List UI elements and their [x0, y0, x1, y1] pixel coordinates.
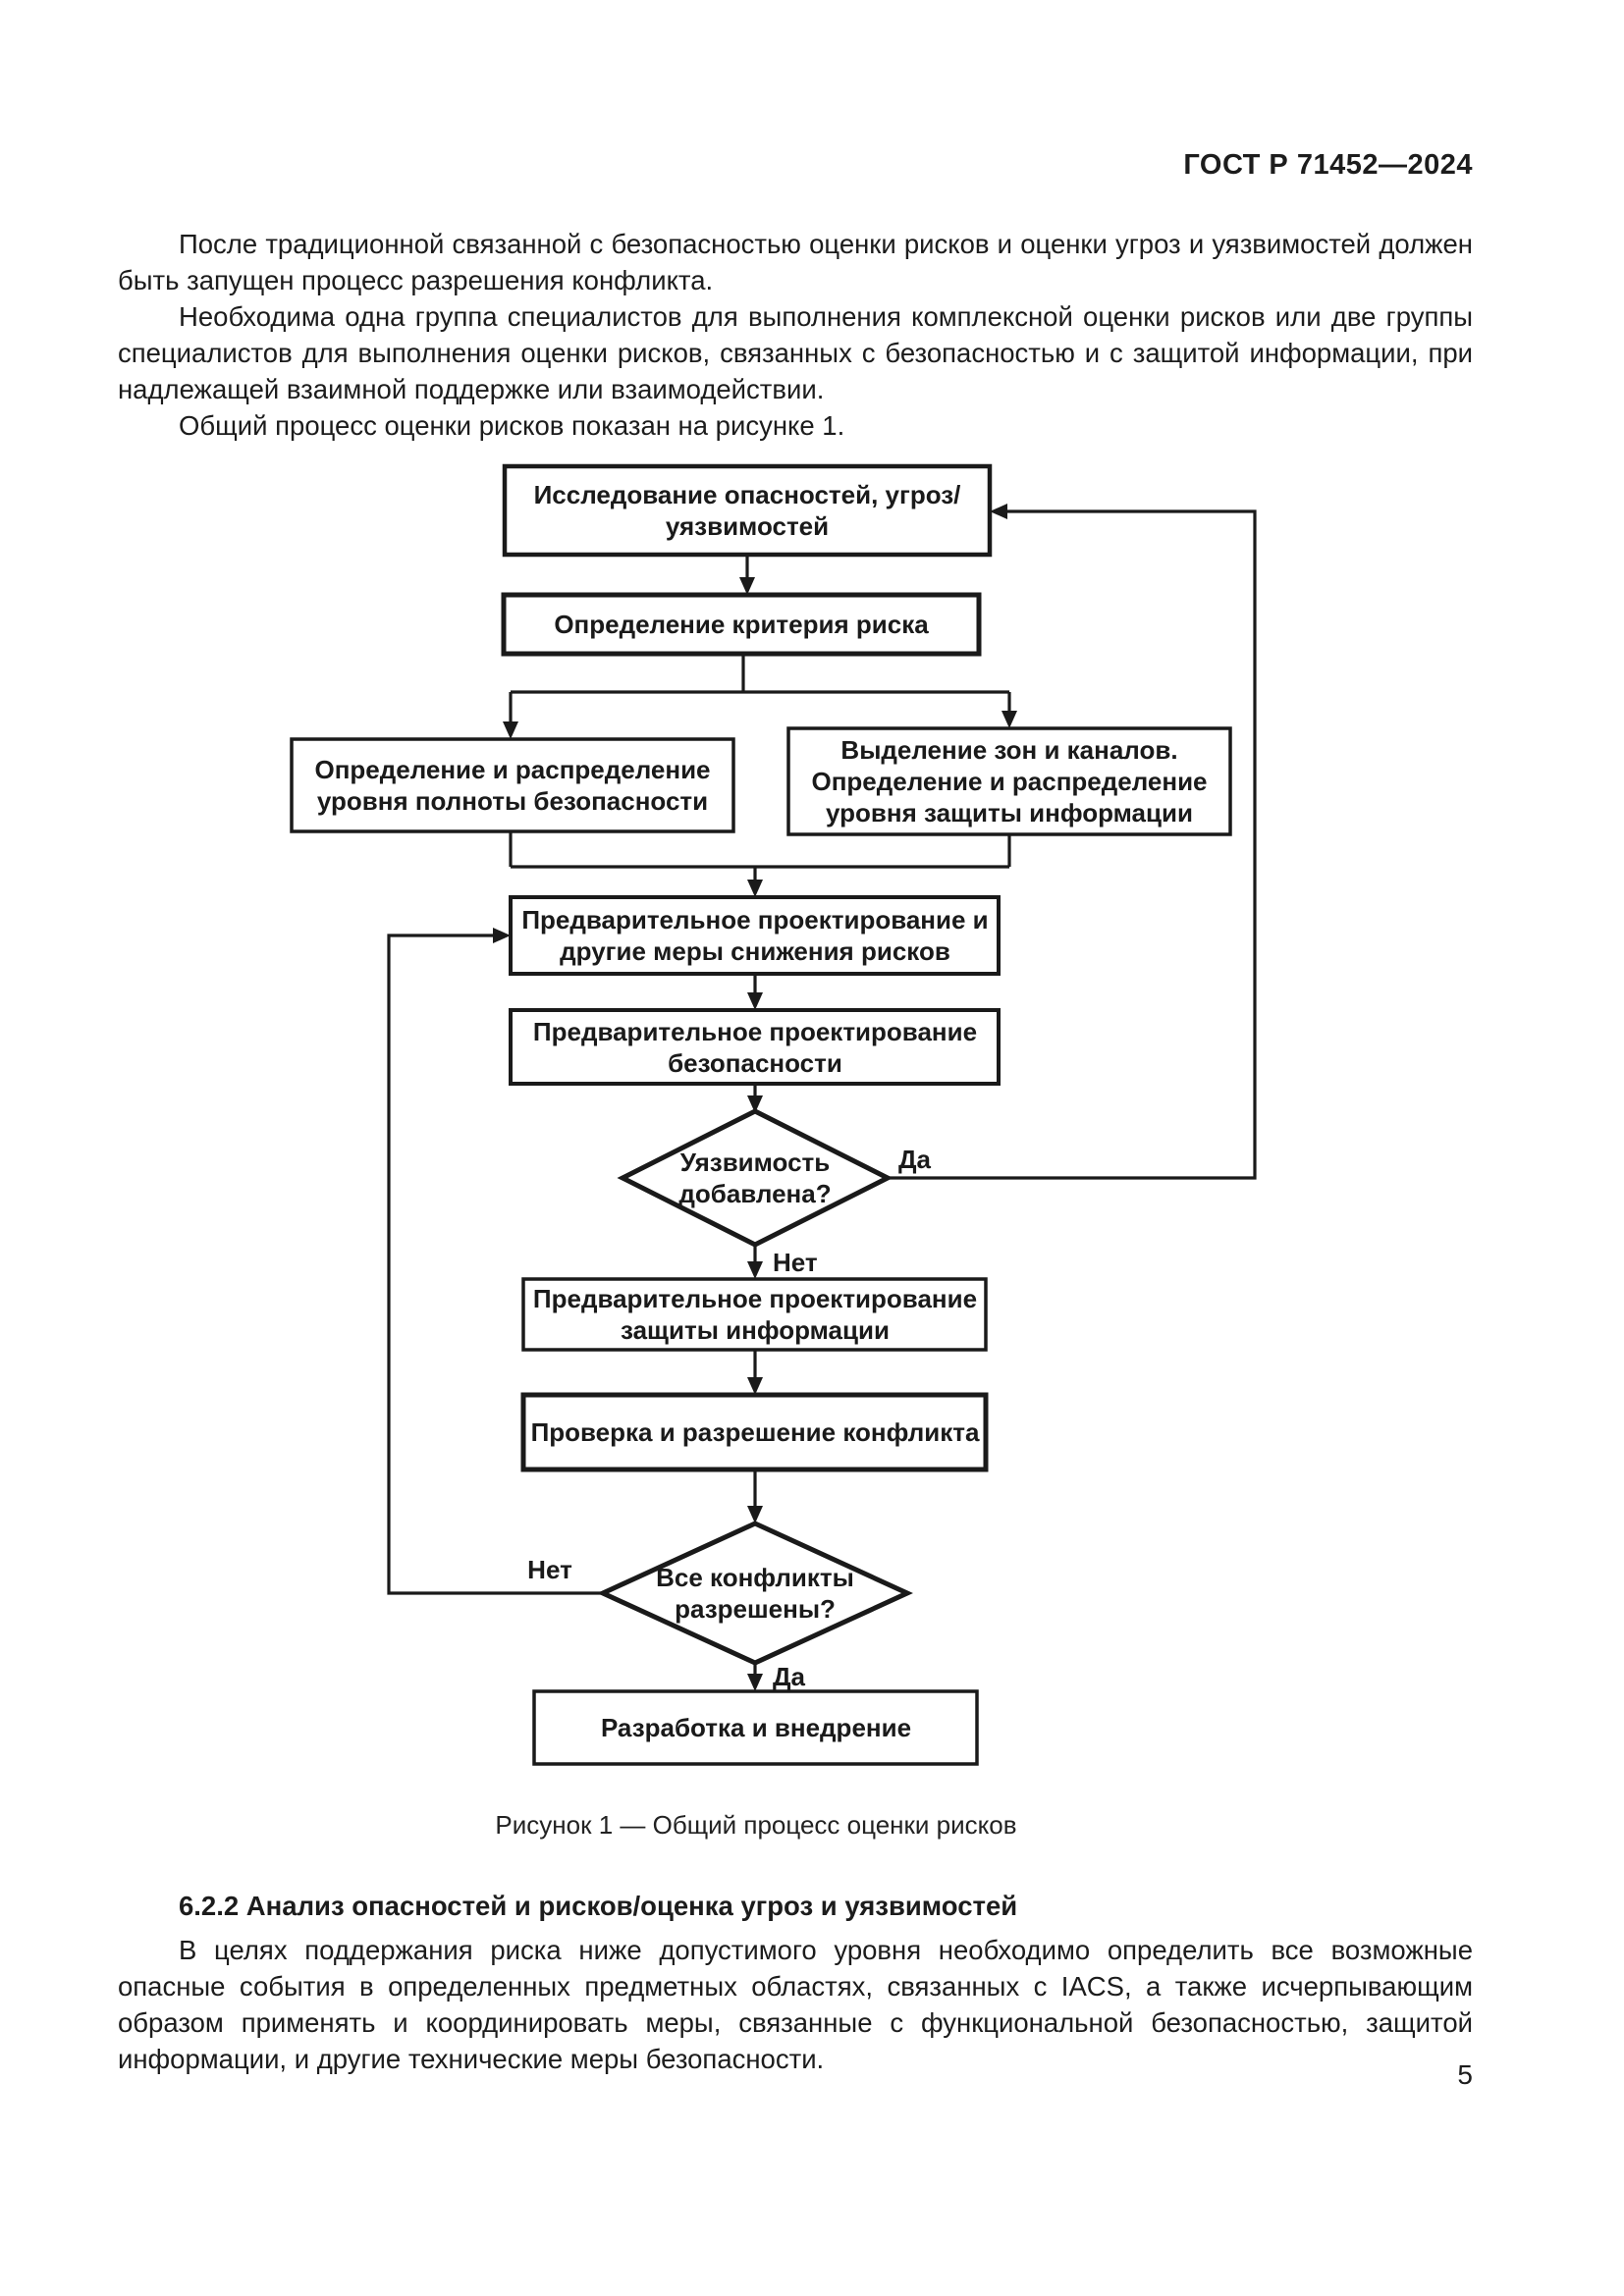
svg-text:Предварительное проектирование: Предварительное проектирование — [533, 1284, 977, 1313]
svg-text:другие меры снижения рисков: другие меры снижения рисков — [560, 936, 950, 966]
flowchart-edges — [387, 504, 1257, 1691]
paragraph: Необходима одна группа специалистов для … — [118, 301, 1473, 404]
arrowhead-right-icon — [493, 928, 511, 943]
flowchart-node-prelim-infosec: Предварительное проектирование защиты ин… — [521, 1277, 988, 1352]
flowchart-node-safety-level: Определение и распределение уровня полно… — [290, 737, 735, 833]
arrowhead-down-icon — [747, 1506, 763, 1523]
paragraph: В целях поддержания риска ниже допустимо… — [118, 1935, 1473, 2074]
arrowhead-down-icon — [1001, 711, 1017, 728]
risk-assessment-flowchart: Да Нет Нет Да Исследование опасностей, у… — [290, 463, 1257, 1766]
flowchart-decision-conflicts-resolved: Все конфликты разрешены? — [596, 1521, 914, 1666]
svg-text:Предварительное проектирование: Предварительное проектирование и — [521, 905, 988, 934]
svg-text:Предварительное проектирование: Предварительное проектирование — [533, 1017, 977, 1046]
intro-text-block: После традиционной связанной с безопасно… — [118, 226, 1473, 444]
flowchart-node-research: Исследование опасностей, угроз/ уязвимос… — [502, 463, 993, 558]
label-yes: Да — [773, 1662, 806, 1691]
svg-text:Все конфликты: Все конфликты — [656, 1563, 854, 1592]
edge-yes-loop — [888, 509, 1257, 1180]
paragraph: Общий процесс оценки рисков показан на р… — [179, 410, 845, 441]
section-text-block: В целях поддержания риска ниже допустимо… — [118, 1932, 1473, 2077]
document-code: ГОСТ Р 71452—2024 — [1183, 149, 1473, 181]
flowchart-node-criteria: Определение критерия риска — [501, 592, 982, 657]
arrowhead-down-icon — [747, 1095, 763, 1113]
flowchart-decision-vuln-added: Уязвимость добавлена? — [617, 1108, 893, 1248]
arrowhead-down-icon — [747, 992, 763, 1010]
section-heading: 6.2.2 Анализ опасностей и рисков/оценка … — [179, 1891, 1018, 1921]
svg-text:Определение и распределение: Определение и распределение — [314, 755, 710, 784]
label-yes: Да — [898, 1145, 932, 1174]
svg-text:добавлена?: добавлена? — [678, 1179, 831, 1208]
figure-caption: Рисунок 1 — Общий процесс оценки рисков — [495, 1810, 1017, 1840]
svg-text:Проверка и разрешение конфликт: Проверка и разрешение конфликта — [531, 1417, 980, 1447]
flowchart-node-prelim-safety: Предварительное проектирование безопасно… — [509, 1008, 1001, 1086]
svg-text:Уязвимость: Уязвимость — [680, 1148, 831, 1177]
arrowhead-down-icon — [503, 721, 518, 739]
svg-text:Определение и распределение: Определение и распределение — [811, 767, 1207, 796]
svg-text:Разработка и внедрение: Разработка и внедрение — [601, 1713, 911, 1742]
arrowhead-down-icon — [739, 577, 755, 595]
flowchart-node-conflict-check: Проверка и разрешение конфликта — [520, 1392, 989, 1472]
svg-text:уязвимостей: уязвимостей — [666, 511, 829, 541]
svg-text:Исследование опасностей, угроз: Исследование опасностей, угроз/ — [534, 480, 961, 509]
flowchart-node-prelim-measures: Предварительное проектирование и другие … — [509, 895, 1001, 976]
svg-text:Выделение зон и каналов.: Выделение зон и каналов. — [840, 735, 1177, 765]
svg-text:уровня полноты безопасности: уровня полноты безопасности — [317, 786, 708, 816]
svg-text:Определение критерия риска: Определение критерия риска — [554, 610, 929, 639]
arrowhead-down-icon — [747, 1261, 763, 1279]
paragraph: После традиционной связанной с безопасно… — [118, 229, 1473, 295]
svg-text:защиты информации: защиты информации — [621, 1315, 890, 1345]
svg-text:безопасности: безопасности — [668, 1048, 842, 1078]
arrowhead-down-icon — [747, 880, 763, 897]
edge-no-loop — [387, 934, 603, 1595]
flowchart-node-develop: Разработка и внедрение — [532, 1689, 979, 1766]
label-no: Нет — [527, 1555, 572, 1584]
svg-text:разрешены?: разрешены? — [675, 1594, 836, 1624]
svg-text:уровня защиты информации: уровня защиты информации — [826, 798, 1193, 828]
flowchart-node-zones-channels: Выделение зон и каналов. Определение и р… — [786, 726, 1232, 836]
arrowhead-left-icon — [990, 504, 1007, 519]
arrowhead-down-icon — [747, 1377, 763, 1395]
label-no: Нет — [773, 1248, 818, 1277]
arrowhead-down-icon — [747, 1674, 763, 1691]
page-number: 5 — [1457, 2059, 1473, 2090]
